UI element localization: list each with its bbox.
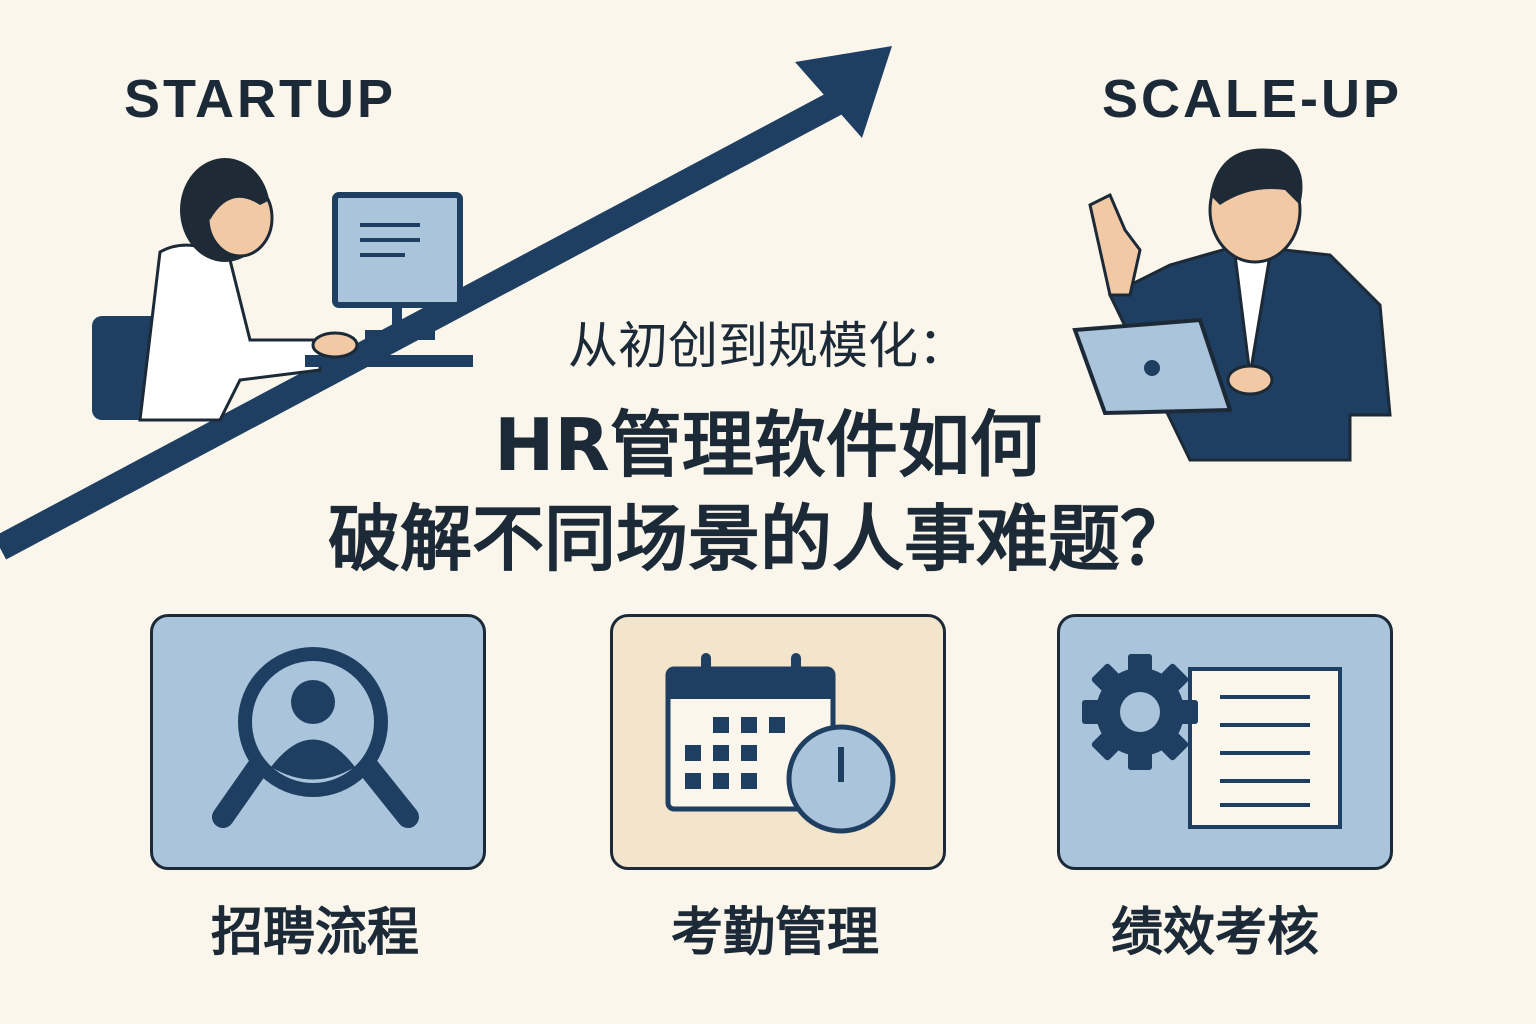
feature-label-performance: 绩效考核 — [1110, 903, 1319, 963]
startup-woman-illustration — [92, 158, 473, 422]
subtitle: 从初创到规模化： — [568, 317, 968, 375]
scaleup-man-illustration — [1072, 148, 1392, 462]
feature-card-recruitment[interactable] — [150, 614, 486, 870]
title-line-2: 破解不同场景的人事难题？ — [327, 497, 1192, 581]
calendar-clock-icon — [665, 653, 896, 834]
feature-card-attendance[interactable] — [610, 614, 946, 870]
scaleup-label: SCALE-UP — [1102, 69, 1403, 129]
magnifier-person-icon — [212, 647, 419, 828]
feature-card-performance[interactable] — [1057, 614, 1393, 870]
startup-label: STARTUP — [124, 69, 396, 129]
gear-document-icon — [1082, 654, 1342, 829]
title-line-1: HR管理软件如何 — [494, 403, 1042, 487]
feature-label-attendance: 考勤管理 — [670, 903, 879, 963]
feature-label-recruitment: 招聘流程 — [210, 903, 419, 963]
